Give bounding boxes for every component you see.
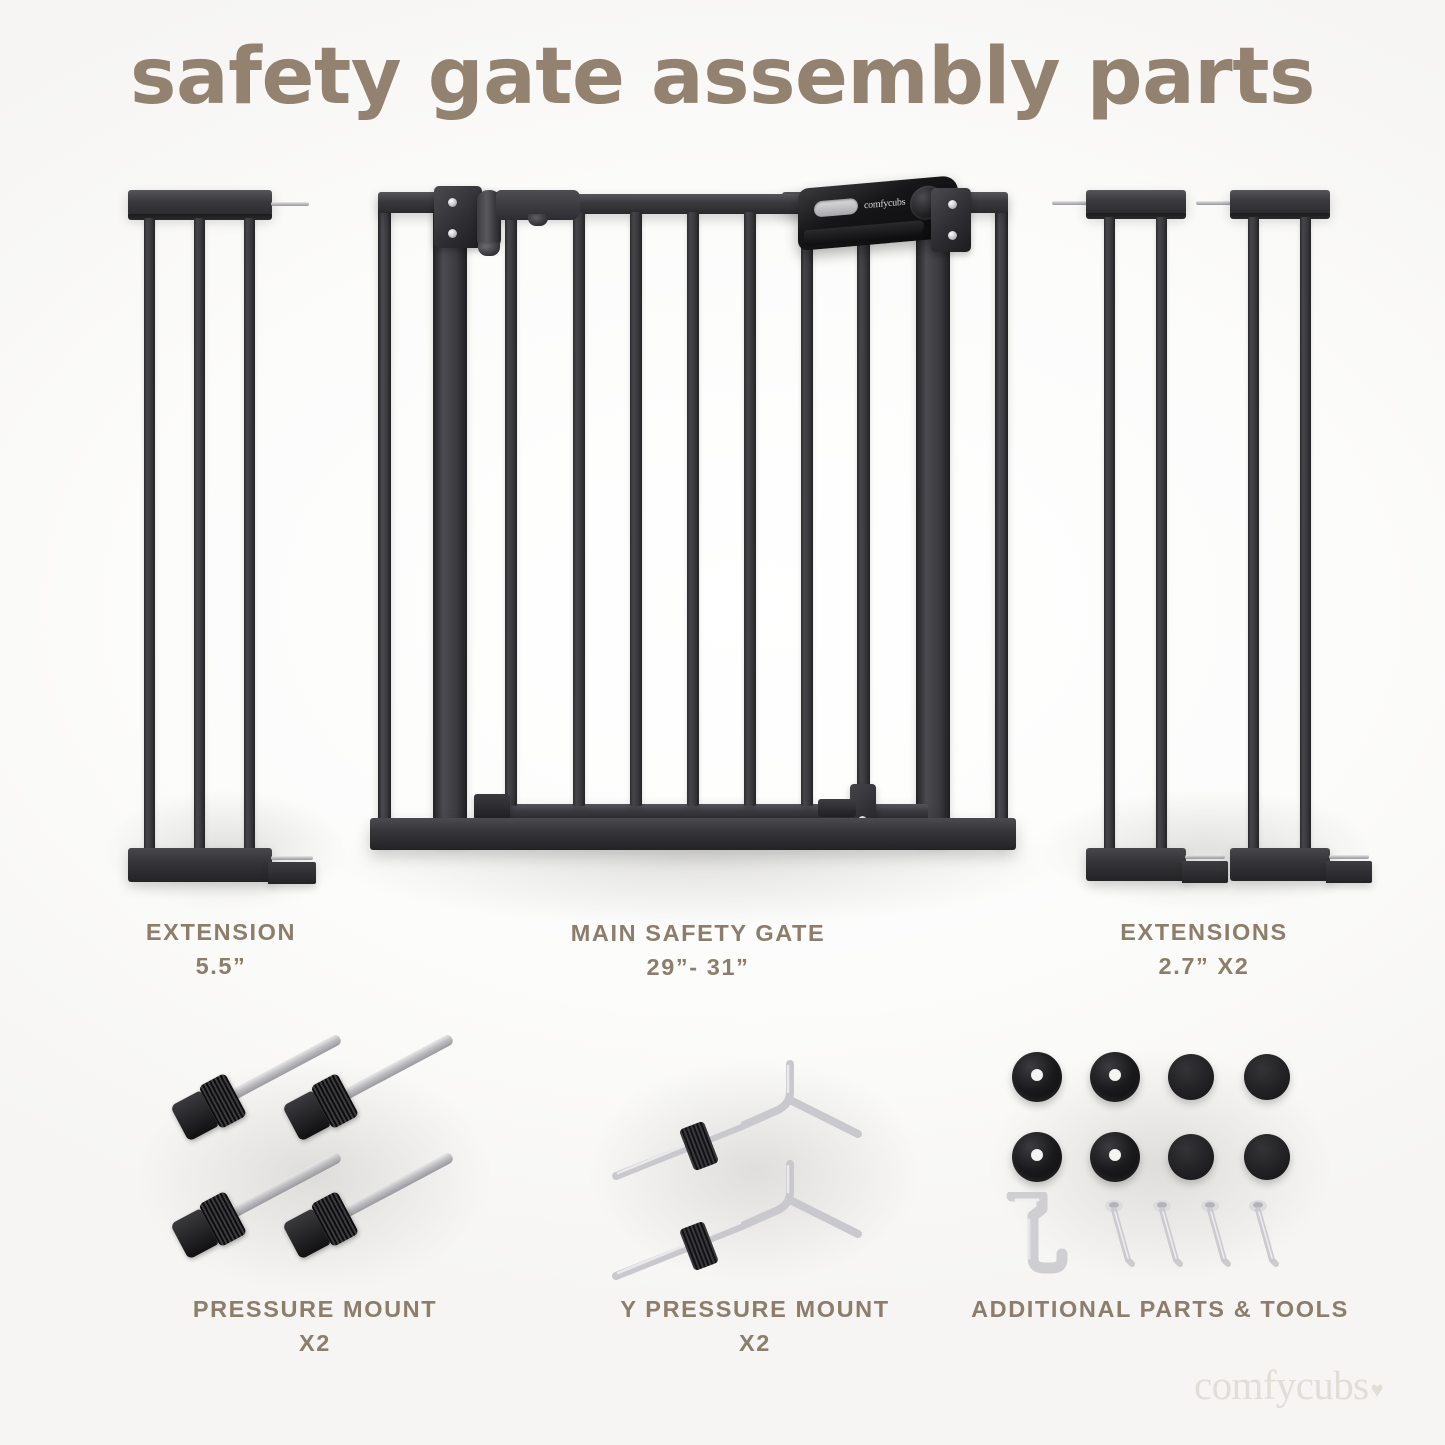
extension-top-rail [1086, 190, 1186, 215]
wrench-icon [1006, 1192, 1068, 1274]
extension-unit [1052, 190, 1228, 885]
gate-left-post [378, 194, 391, 844]
caption-name: MAIN SAFETY GATE [570, 920, 826, 946]
latch-slider-window[interactable] [814, 197, 858, 218]
caption-extensions-right: EXTENSIONS 2.7” X2 [1019, 915, 1389, 983]
cup-hole [1031, 1149, 1043, 1161]
page-title: safety gate assembly parts [130, 32, 1315, 122]
extension-bar [244, 218, 255, 850]
wall-cup-icon [1012, 1052, 1062, 1102]
caption-name: PRESSURE MOUNT [192, 1296, 438, 1322]
extension-bar [1248, 217, 1259, 850]
part-additional-parts: ADDITIONAL PARTS & TOOLS [971, 1030, 1347, 1370]
extension-bar [194, 218, 205, 850]
latch-bracket-screw-icon [948, 231, 957, 240]
caption-pressure-mount: PRESSURE MOUNT X2 [80, 1292, 550, 1360]
part-main-gate: comfycubs MAIN SAFETY GATE 29”- 31” [338, 175, 1058, 980]
extension-bottom-rod [271, 856, 313, 860]
part-extension-left: EXTENSION 5.5” [106, 190, 346, 979]
y-pressure-mount-icon [612, 1060, 862, 1180]
caption-name: EXTENSIONS [1120, 919, 1288, 945]
hinge-screw-icon [448, 198, 457, 207]
gate-top-hinge [434, 186, 482, 248]
caption-y-pressure-mount: Y PRESSURE MOUNT X2 [545, 1292, 965, 1360]
part-y-pressure-mount: Y PRESSURE MOUNT X2 [590, 1030, 920, 1370]
gate-latch-bracket [931, 188, 971, 252]
gate-door-bar [630, 212, 642, 806]
caption-size: 29”- 31” [646, 954, 750, 981]
caption-extension-left: EXTENSION 5.5” [36, 915, 406, 983]
extension-bar [1104, 217, 1115, 850]
caption-size: 2.7” X2 [1158, 953, 1250, 980]
latch-brand-logo: comfycubs [864, 196, 906, 212]
extension-bottom-tongue [1182, 861, 1228, 883]
caption-name: EXTENSION [145, 919, 297, 945]
extension-top-rail [128, 190, 272, 216]
wall-pad-icon [1244, 1134, 1290, 1180]
caption-main-gate: MAIN SAFETY GATE 29”- 31” [518, 916, 878, 984]
extension-top-rail-edge [1086, 213, 1186, 219]
screw-icon [1249, 1200, 1279, 1267]
extension-bar [144, 218, 155, 850]
extension-bottom-rail [1086, 848, 1186, 881]
gate-door-bar [801, 212, 813, 806]
gate-door-bar [687, 212, 699, 806]
latch-bracket-screw-icon [948, 200, 957, 209]
cup-hole [1109, 1149, 1121, 1161]
cup-hole [1109, 1069, 1121, 1081]
extension-bottom-rod [1329, 855, 1369, 859]
gate-hinge-pin [478, 242, 500, 256]
extension-bar [1300, 217, 1311, 850]
extension-top-rod [271, 202, 309, 206]
caption-size: 5.5” [195, 953, 247, 980]
extension-top-rail-edge [1230, 213, 1330, 219]
gate-door-bar [573, 212, 585, 806]
extension-bottom-rail [128, 848, 272, 882]
extension-bottom-rod [1185, 855, 1225, 859]
extension-bottom-rail [1230, 848, 1330, 881]
gate-right-post [995, 194, 1008, 844]
heart-icon: ♥ [1370, 1377, 1384, 1402]
screw-icon [1105, 1200, 1135, 1267]
extension-bottom-tongue [268, 862, 316, 884]
brand-logo: comfycubs♥ [1194, 1361, 1384, 1409]
screw-icon [1153, 1200, 1183, 1267]
extension-bar [1156, 217, 1167, 850]
gate-bottom-catch-arm [818, 799, 856, 817]
caption-size: X2 [739, 1330, 771, 1357]
wall-pad-icon [1244, 1054, 1290, 1100]
wall-pad-icon [1168, 1134, 1214, 1180]
gate-door-bar [744, 212, 756, 806]
extension-top-rail [1230, 190, 1330, 215]
gate-latch-bar [857, 212, 870, 812]
gate-bottom-rail [370, 818, 1016, 850]
part-pressure-mount: PRESSURE MOUNT X2 [140, 1030, 490, 1370]
caption-name: Y PRESSURE MOUNT [620, 1296, 890, 1322]
screw-icon [1201, 1200, 1231, 1267]
extension-top-rod [1052, 201, 1092, 205]
wall-cup-icon [1090, 1132, 1140, 1182]
wall-pad-icon [1168, 1054, 1214, 1100]
wall-cup-icon [1012, 1132, 1062, 1182]
cup-hole [1031, 1069, 1043, 1081]
gate-door-bar [505, 212, 517, 806]
extension-top-rod [1196, 201, 1236, 205]
wall-cup-icon [1090, 1052, 1140, 1102]
extension-unit [1196, 190, 1372, 885]
latch-lower-lip [804, 219, 924, 247]
extension-top-rail-edge [128, 214, 272, 220]
gate-door-left-stile [433, 208, 467, 844]
gate-hinge-pin-upper [528, 214, 548, 226]
extension-bottom-tongue [1326, 861, 1372, 883]
caption-size: X2 [299, 1330, 331, 1357]
part-extensions-right: EXTENSIONS 2.7” X2 [1042, 190, 1372, 979]
brand-name: comfycubs [1194, 1362, 1369, 1408]
y-pressure-mount-icon [612, 1160, 862, 1280]
caption-name: ADDITIONAL PARTS & TOOLS [971, 1296, 1349, 1322]
caption-additional-parts: ADDITIONAL PARTS & TOOLS [945, 1292, 1375, 1326]
hinge-screw-icon [448, 229, 457, 238]
gate-door-stopper [474, 794, 510, 820]
gate-door-right-stile [916, 208, 950, 844]
